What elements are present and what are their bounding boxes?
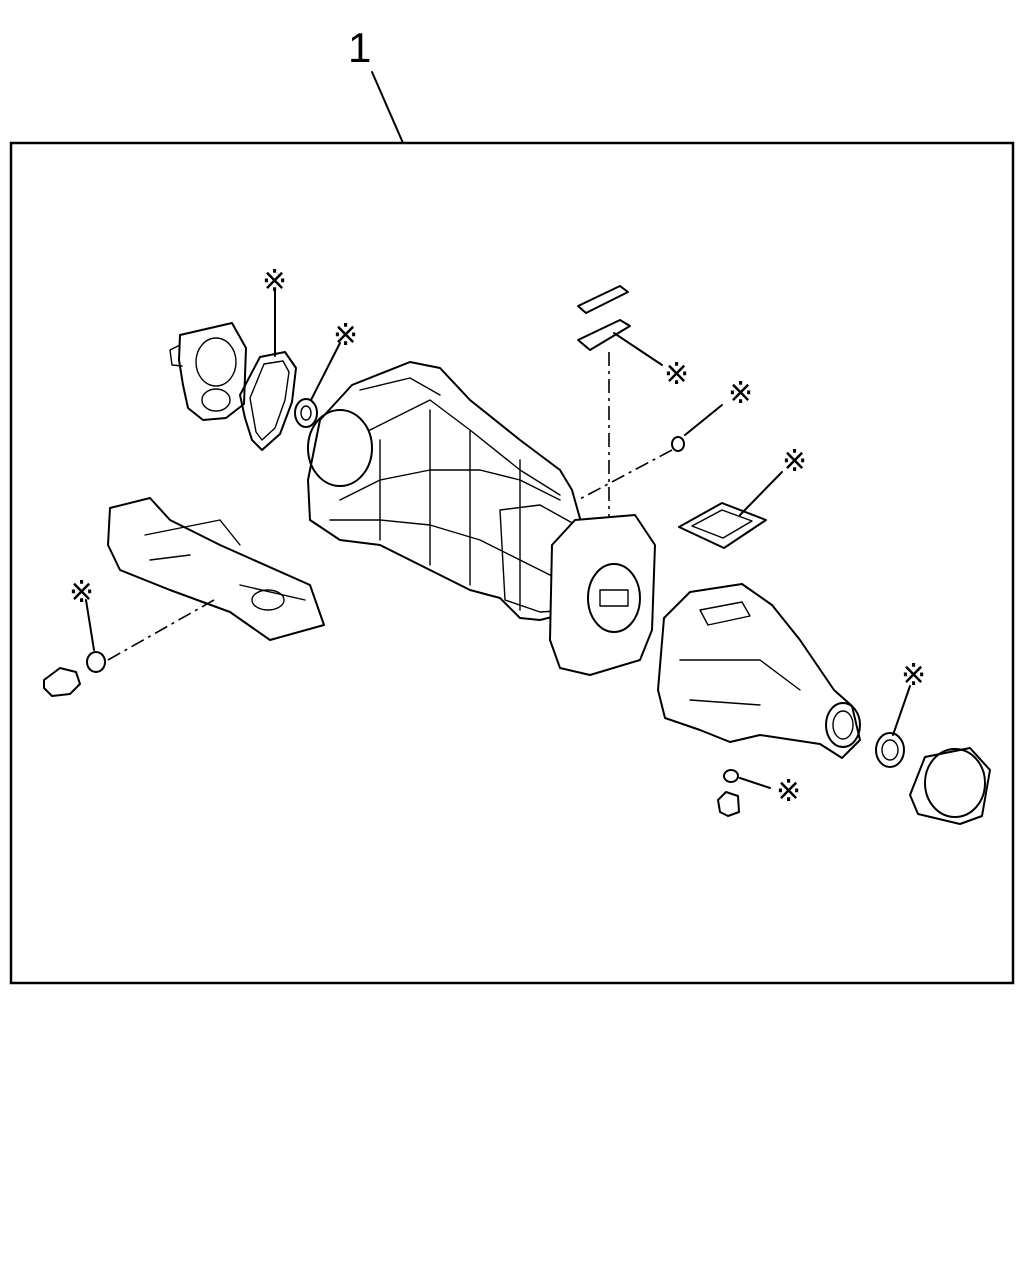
cover-gasket-kit-marker: ※ (782, 444, 807, 479)
link-gasket-kit-marker: ※ (664, 357, 689, 392)
o-ring-kit-marker: ※ (728, 376, 753, 411)
retainer-gasket[interactable] (239, 351, 297, 451)
assembly-callout-leader (371, 71, 404, 144)
input-seal[interactable] (294, 398, 318, 428)
case-o-ring[interactable] (671, 436, 685, 452)
assembly-callout-number[interactable]: 1 (348, 24, 371, 71)
drain-washer-kit-marker: ※ (776, 774, 801, 809)
front-bearing-retainer[interactable] (169, 322, 247, 421)
mount-bolt-centerline (107, 599, 215, 661)
shift-link[interactable] (577, 285, 629, 314)
o-ring-leader (684, 404, 723, 436)
mount-washer-kit-marker: ※ (69, 575, 94, 610)
extension-cover-gasket[interactable] (678, 502, 767, 549)
intermediate-plate[interactable] (549, 514, 656, 676)
mount-washer-leader (85, 599, 95, 651)
extension-housing[interactable] (657, 583, 861, 759)
link-gasket[interactable] (577, 319, 631, 351)
assembly-frame (9, 141, 1015, 985)
gasket-kit-marker: ※ (262, 264, 287, 299)
mount-bracket[interactable] (107, 497, 325, 641)
drain-plug-washer[interactable] (723, 769, 739, 783)
rear-seal-kit-marker: ※ (901, 658, 926, 693)
mount-bolt[interactable] (43, 667, 81, 697)
cover-gasket-leader (739, 471, 783, 516)
rear-oil-seal[interactable] (875, 732, 905, 768)
drain-washer-leader (739, 777, 771, 789)
o-ring-centerline (577, 449, 673, 501)
mount-bolt-washer[interactable] (86, 651, 106, 673)
dust-cover[interactable] (909, 747, 991, 825)
rear-seal-leader (892, 685, 911, 736)
input-seal-leader (310, 342, 341, 401)
link-gasket-leader (613, 332, 663, 366)
drain-plug[interactable] (717, 791, 740, 817)
input-seal-kit-marker: ※ (333, 318, 358, 353)
transmission-main-case[interactable] (307, 361, 587, 621)
